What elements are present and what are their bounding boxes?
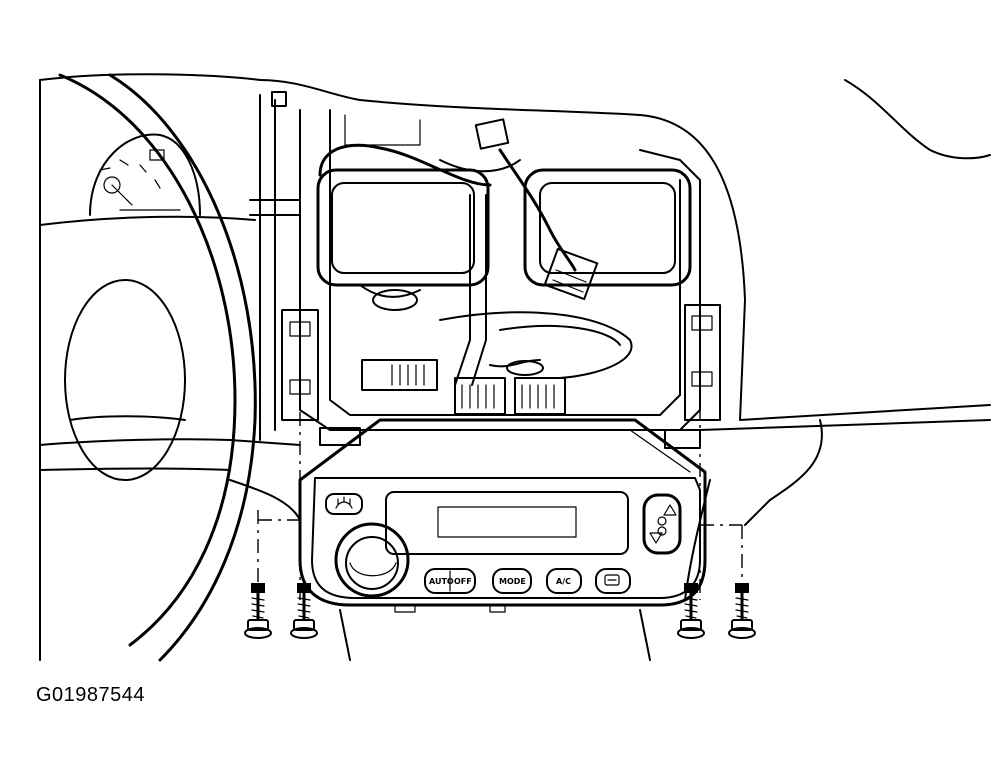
left-duct-opening <box>316 168 490 287</box>
alignment-lines <box>257 318 743 600</box>
temperature-knob[interactable] <box>334 522 410 598</box>
display-window-frame <box>385 491 629 555</box>
screw-1 <box>244 583 272 639</box>
right-mounting-bracket <box>664 304 721 449</box>
climate-control-panel: AUTO OFF MODE A/C <box>298 418 707 613</box>
steering-wheel <box>58 73 257 662</box>
auto-button-label: AUTO <box>429 577 454 586</box>
rear-defrost-button[interactable] <box>595 568 631 594</box>
connector-right-upper <box>543 247 599 301</box>
ac-button-label: A/C <box>556 577 571 586</box>
ac-button[interactable]: A/C <box>546 568 582 594</box>
screw-4 <box>728 583 756 639</box>
mode-button-label: MODE <box>499 577 526 586</box>
wiring-harness <box>318 118 577 386</box>
display-screen <box>437 506 577 538</box>
defrost-button[interactable] <box>325 493 363 515</box>
fan-speed-rocker[interactable] <box>642 493 682 555</box>
auto-off-button[interactable]: AUTO OFF <box>424 568 476 594</box>
connector-far-left <box>361 359 438 391</box>
mode-button[interactable]: MODE <box>492 568 532 594</box>
instrument-cluster <box>89 133 201 216</box>
connector-left-lower <box>454 377 506 415</box>
fan-speed-icon <box>657 516 667 536</box>
dashboard-outline <box>39 73 991 661</box>
right-duct-opening <box>523 168 692 287</box>
connector-right-lower <box>514 377 566 415</box>
screw-3 <box>677 583 705 639</box>
defrost-icon <box>335 496 353 509</box>
figure-id-label: G01987544 <box>36 684 146 706</box>
rear-defrost-icon <box>604 574 620 586</box>
off-button-label: OFF <box>454 577 472 586</box>
screw-2 <box>290 583 318 639</box>
